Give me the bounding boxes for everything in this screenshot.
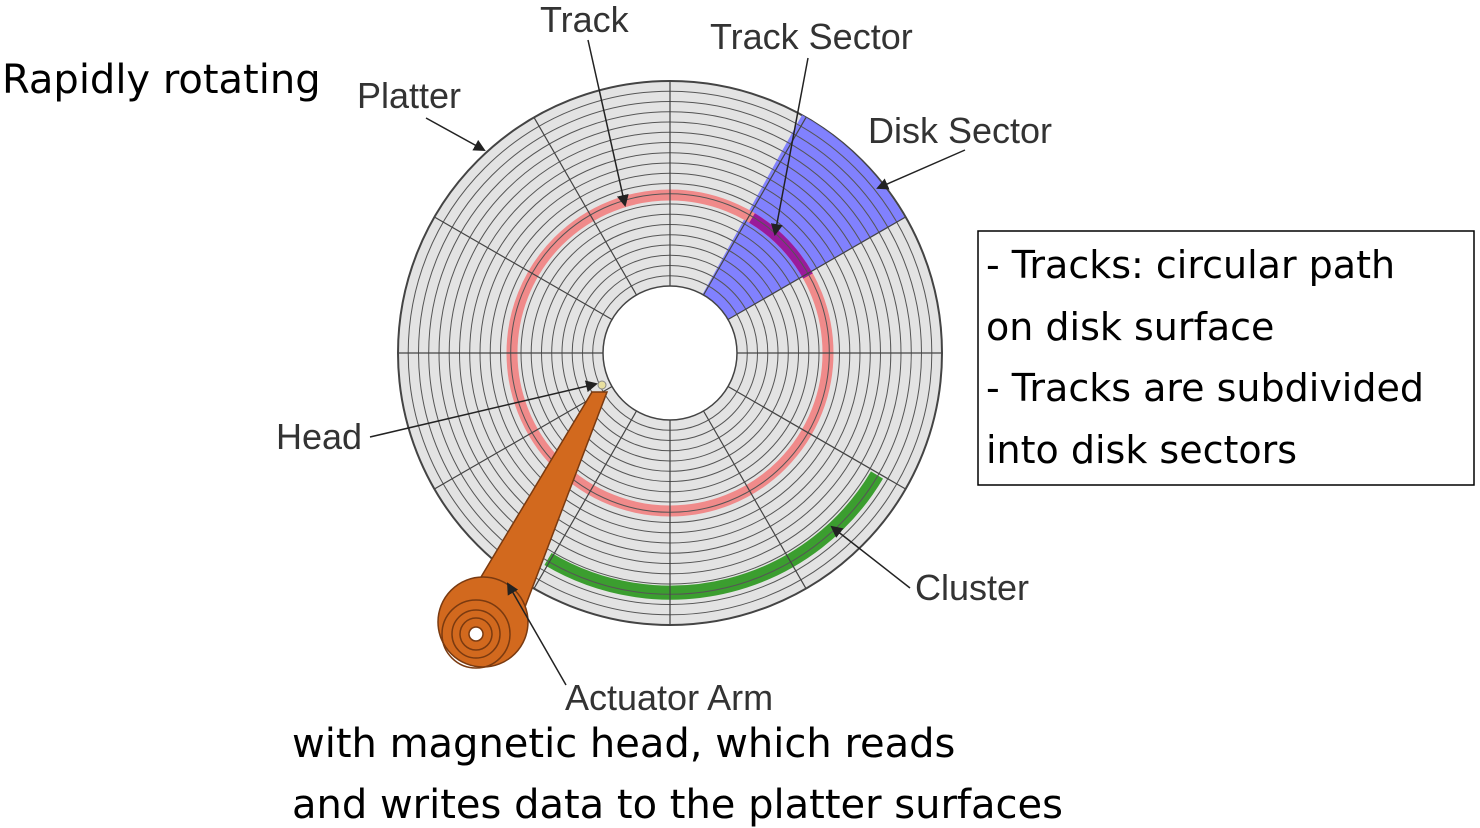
sector-lines [398, 81, 942, 625]
caption-bottom-line-1: with magnetic head, which reads [292, 721, 955, 767]
sector-line [702, 410, 807, 589]
sector-line [727, 216, 906, 321]
disk-sector-label: Disk Sector [868, 110, 1052, 151]
read-head [597, 380, 607, 390]
spindle-hole [602, 285, 738, 421]
track-sector-label: Track Sector [710, 16, 913, 57]
caption-top: Rapidly rotating [2, 57, 321, 103]
info-line-1: - Tracks: circular path [986, 243, 1395, 287]
actuator-arm-label: Actuator Arm [565, 677, 773, 718]
info-line-3: - Tracks are subdivided [986, 366, 1424, 410]
actuator-arm [437, 391, 609, 669]
platter-label: Platter [357, 75, 461, 116]
track-sector [749, 213, 813, 279]
disk-sector [670, 115, 905, 353]
head-label: Head [276, 416, 362, 457]
sector-line [727, 385, 906, 490]
info-line-4: into disk sectors [986, 428, 1297, 472]
caption-bottom-line-2: and writes data to the platter surfaces [292, 782, 1063, 828]
info-line-2: on disk surface [986, 305, 1274, 349]
sector-line [702, 117, 807, 296]
info-box: - Tracks: circular path on disk surface … [977, 230, 1475, 486]
sector-line [434, 385, 613, 490]
cluster-label: Cluster [915, 567, 1029, 608]
cluster-arc [544, 471, 884, 600]
sector-line [533, 410, 638, 589]
track-label: Track [540, 0, 630, 40]
sector-line [533, 117, 638, 296]
sector-line [434, 216, 613, 321]
leader-lines [369, 39, 966, 686]
